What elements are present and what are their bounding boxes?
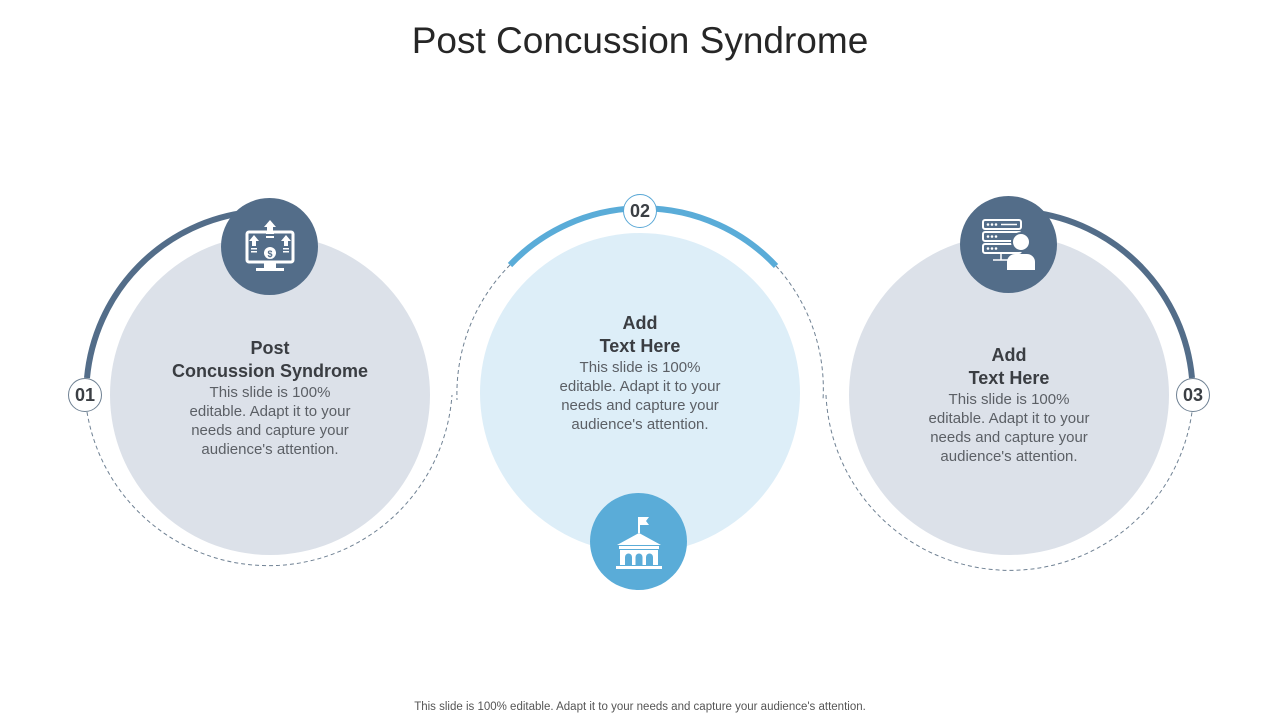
step-2-dashed-arc-right xyxy=(775,265,824,401)
step-2-number-badge: 02 xyxy=(623,194,657,228)
step-3-heading-line1: Add xyxy=(991,345,1027,365)
step-2-fill-circle xyxy=(480,233,800,553)
step-2-body: This slide is 100% editable. Adapt it to… xyxy=(559,359,721,433)
step-1-heading-line2: Concussion Syndrome xyxy=(171,361,369,381)
step-3-fill-circle xyxy=(849,235,1169,555)
step-1-dashed-arc xyxy=(86,394,453,567)
slide-title: Post Concussion Syndrome xyxy=(411,20,869,61)
step-3-number-badge: 03 xyxy=(1176,378,1210,412)
step-2-icon-badge xyxy=(590,493,687,590)
step-3-text: Add Text Here This slide is 100% editabl… xyxy=(899,344,1119,466)
government-building-icon xyxy=(615,516,662,569)
step-2-text: Add Text Here This slide is 100% editabl… xyxy=(530,312,750,434)
step-3-solid-arc xyxy=(1029,209,1195,379)
server-user-icon xyxy=(981,218,1035,270)
step-1-body: This slide is 100% editable. Adapt it to… xyxy=(189,384,351,458)
step-1-fill-circle xyxy=(110,235,430,555)
step-3-icon-badge xyxy=(960,196,1057,293)
step-1-solid-arc xyxy=(84,209,251,379)
step-3-heading-line2: Text Here xyxy=(968,368,1050,388)
step-3-body: This slide is 100% editable. Adapt it to… xyxy=(928,391,1090,465)
step-1-number-badge: 01 xyxy=(68,378,102,412)
step-1-text: Post Concussion Syndrome This slide is 1… xyxy=(160,337,380,459)
footer-note: This slide is 100% editable. Adapt it to… xyxy=(414,701,866,713)
monitor-dollar-growth-icon: $ xyxy=(245,219,294,271)
step-2-heading-line1: Add xyxy=(622,313,658,333)
svg-text:$: $ xyxy=(267,249,272,259)
step-2-dashed-arc-left xyxy=(456,264,511,401)
step-1-icon-badge: $ xyxy=(221,198,318,295)
step-2-heading-line2: Text Here xyxy=(599,336,681,356)
step-1-heading-line1: Post xyxy=(250,338,290,358)
